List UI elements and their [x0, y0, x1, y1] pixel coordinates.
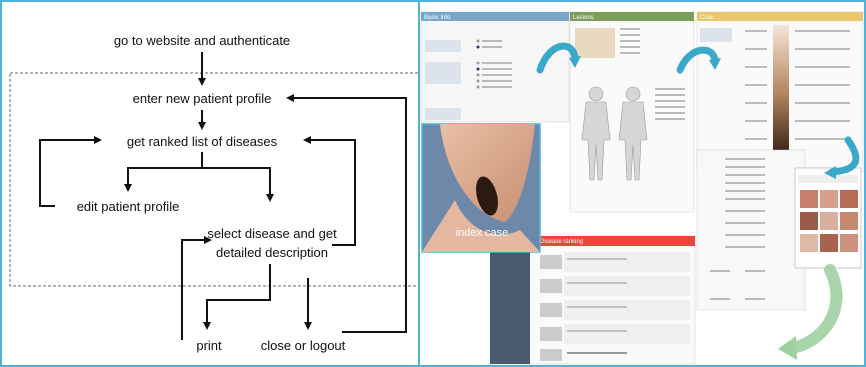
body-diagram-figures — [581, 86, 648, 181]
step-edit-profile: edit patient profile — [77, 199, 180, 214]
arrow-list-to-edit — [124, 152, 203, 192]
screenshot-collage: Basic Info Lesions — [420, 11, 864, 365]
step-select-disease-line2: detailed description — [216, 245, 328, 260]
curved-arrow-2 — [676, 46, 719, 74]
ranking-header: Disease ranking — [540, 239, 583, 245]
index-case-photo: index case — [421, 123, 541, 253]
image-gallery-screen — [794, 167, 862, 269]
workflow-flowchart: go to website and authenticate enter new… — [9, 33, 420, 353]
basic-info-header-bar — [421, 12, 569, 21]
disease-ranking-screen: Disease ranking — [489, 235, 696, 365]
arrow-list-to-select — [202, 167, 274, 202]
curved-arrow-4 — [784, 264, 843, 354]
curved-arrow-3 — [828, 136, 860, 176]
curved-arrow-1 — [536, 42, 579, 74]
lesion-mark — [476, 176, 498, 216]
basic-info-header: Basic Info — [424, 15, 451, 21]
lesions-header-bar — [570, 12, 694, 21]
options-screen — [696, 149, 806, 311]
arrow-select-to-print — [203, 264, 271, 330]
lesions-screen: Lesions — [569, 11, 695, 213]
index-case-caption: index case — [456, 227, 509, 239]
ranking-sidebar — [490, 250, 530, 364]
color-header: Color — [700, 15, 714, 21]
arrow-print-back-to-select — [181, 236, 212, 340]
basic-info-screen: Basic Info — [420, 11, 570, 123]
step-authenticate: go to website and authenticate — [114, 33, 290, 48]
color-screen: Color — [696, 11, 864, 173]
step-enter-profile: enter new patient profile — [133, 91, 272, 106]
arrow-close-back-to-profile — [286, 94, 407, 333]
arrow-select-back-to-list — [303, 136, 356, 246]
color-swatch-column — [773, 25, 789, 160]
lesions-header: Lesions — [573, 15, 594, 21]
step-select-disease-line1: select disease and get — [207, 226, 337, 241]
step-print: print — [196, 338, 222, 353]
ranking-header-bar — [536, 236, 695, 246]
color-header-bar — [697, 12, 863, 21]
arrow-edit-back-to-list — [39, 136, 102, 207]
step-close-logout: close or logout — [261, 338, 346, 353]
flow-arrows — [536, 42, 860, 360]
step-ranked-list: get ranked list of diseases — [127, 134, 278, 149]
